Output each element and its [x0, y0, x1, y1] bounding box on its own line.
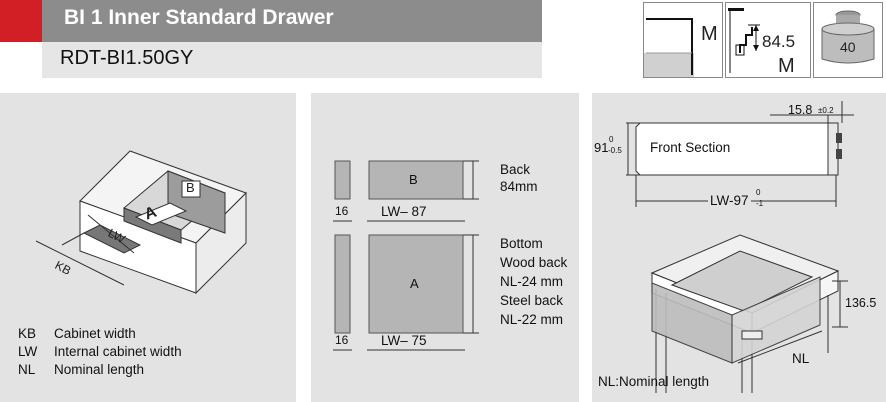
part-b-label: B: [186, 180, 195, 195]
icon1-label: M: [701, 23, 718, 45]
nominal-length-dim: NL: [792, 351, 810, 366]
product-code: RDT-BI1.50GY: [60, 47, 194, 69]
panel-cut-list: B 16 LW– 87 Back 84mm A 16 LW– 75 Bottom…: [311, 93, 579, 402]
drawer-height-icon: 84.5 M: [725, 2, 811, 78]
overlay-mounting-icon: M: [643, 2, 723, 78]
nl-caption: NL:Nominal length: [598, 374, 710, 389]
back-size: 84mm: [500, 179, 538, 194]
icon3-value: 40: [840, 39, 856, 55]
width-tol-bottom: -1: [756, 199, 764, 208]
back-name: Back: [500, 162, 531, 177]
legend-lw-text: Internal cabinet width: [54, 344, 182, 359]
height-tol-top: 0: [609, 135, 614, 144]
bottom-line-5: NL-22 mm: [500, 312, 564, 327]
legend-kb-key: KB: [18, 326, 37, 341]
width-tol-top: 0: [756, 188, 761, 197]
legend-nl-text: Nominal length: [54, 362, 145, 377]
icon2-value: 84.5: [762, 32, 796, 51]
bottom-line-2: Wood back: [500, 255, 568, 270]
bottom-side-thickness: 16: [335, 333, 349, 347]
bottom-width-dim: LW– 75: [381, 333, 427, 348]
back-part-label: B: [409, 172, 418, 187]
cabinet-diagram-panel: A B LW KB KB Cabinet width LW Internal c…: [0, 93, 296, 402]
page-title: BI 1 Inner Standard Drawer: [64, 6, 334, 29]
subtitle-bar: [42, 42, 542, 78]
bottom-line-4: Steel back: [500, 293, 564, 308]
brand-tab: [0, 0, 42, 42]
load-capacity-icon: 40: [813, 2, 883, 78]
width-dim-value: LW-97: [708, 193, 751, 208]
height-dim-value: 91: [594, 140, 609, 155]
height-tol-bottom: -0.5: [608, 146, 622, 155]
bottom-line-3: NL-24 mm: [500, 274, 564, 289]
bottom-line-1: Bottom: [500, 236, 543, 251]
top-dim-tolerance: ±0.2: [818, 106, 834, 115]
back-width-dim: LW– 87: [381, 204, 427, 219]
front-section-label: Front Section: [650, 140, 731, 155]
back-side-thickness: 16: [335, 204, 349, 218]
drawer-height-dim: 136.5: [845, 296, 877, 310]
bottom-part-label: A: [410, 276, 419, 291]
legend-lw-key: LW: [18, 344, 38, 359]
front-section-panel: Front Section 15.8 ±0.2 91 0 -0.5 LW-97 …: [592, 93, 886, 402]
legend-kb-text: Cabinet width: [54, 326, 136, 341]
title-bar: [42, 0, 542, 42]
icon2-label: M: [778, 55, 795, 77]
legend-nl-key: NL: [18, 362, 36, 377]
top-dim-value: 15.8: [788, 103, 813, 117]
